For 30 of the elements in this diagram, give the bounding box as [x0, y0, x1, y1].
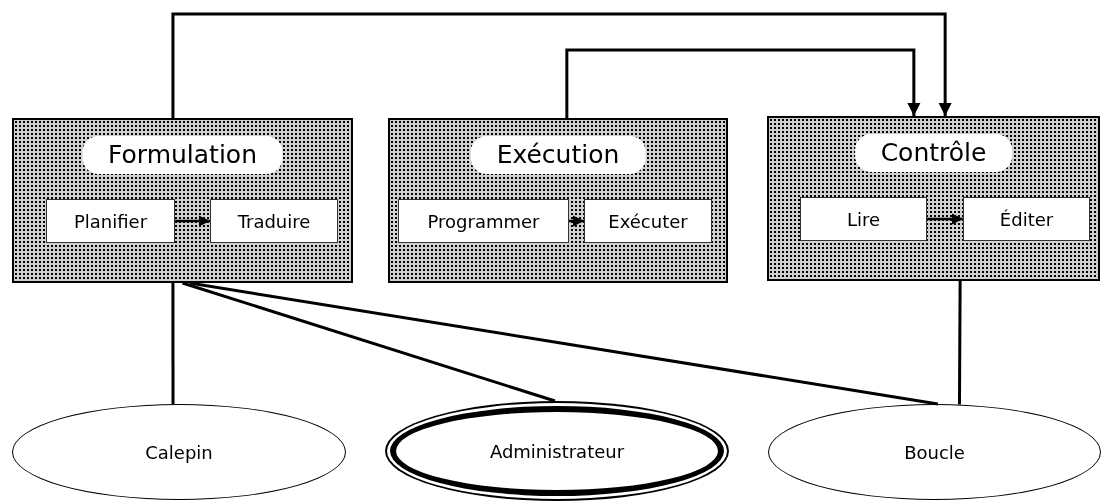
group-title: Exécution: [470, 136, 646, 174]
group-panel: [767, 116, 1100, 281]
connector-line: [958, 281, 962, 405]
connector-arrow: [171, 12, 952, 118]
node-label: Calepin: [145, 441, 213, 463]
connector-line: [182, 281, 556, 403]
node-label: Boucle: [904, 441, 965, 463]
node-label: Éditer: [999, 208, 1054, 230]
process-box: [210, 199, 338, 243]
process-box: [584, 199, 712, 243]
process-box: [800, 197, 927, 241]
process-box: [398, 199, 569, 243]
connector-arrow: [927, 213, 963, 225]
process-box: [963, 197, 1090, 241]
node-label: Programmer: [427, 210, 540, 232]
connector-line: [171, 283, 175, 405]
process-box: [46, 199, 175, 243]
connector-arrow: [565, 48, 921, 118]
group-panel: [12, 118, 353, 283]
node-label: Traduire: [237, 210, 311, 232]
connector-arrow: [569, 215, 584, 227]
group-title: Formulation: [82, 136, 283, 174]
connector-line: [189, 281, 939, 406]
node-label: Planifier: [73, 210, 148, 232]
node-label: Administrateur: [489, 440, 625, 462]
group-panel: [388, 118, 728, 283]
node-label: Lire: [846, 208, 881, 230]
group-title: Contrôle: [854, 134, 1013, 172]
node-label: Exécuter: [608, 210, 688, 232]
connector-arrow: [175, 215, 210, 227]
